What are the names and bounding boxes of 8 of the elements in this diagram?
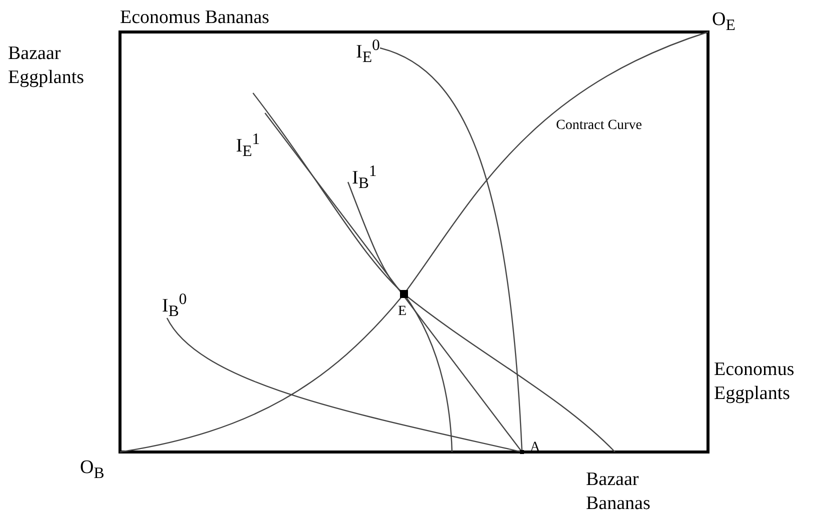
axis-label: Bazaar Eggplants xyxy=(8,42,85,90)
origin-label: O$_{B}$ xyxy=(80,456,104,484)
point-label: E xyxy=(398,304,407,320)
curve-label: Contract Curve xyxy=(556,118,642,134)
axis-label: Economus Eggplants xyxy=(714,358,796,406)
axis-label: Economus Bananas xyxy=(120,6,270,30)
axis-label: Bazaar Bananas xyxy=(586,468,652,516)
origin-label: O$_{E}$ xyxy=(712,8,736,36)
